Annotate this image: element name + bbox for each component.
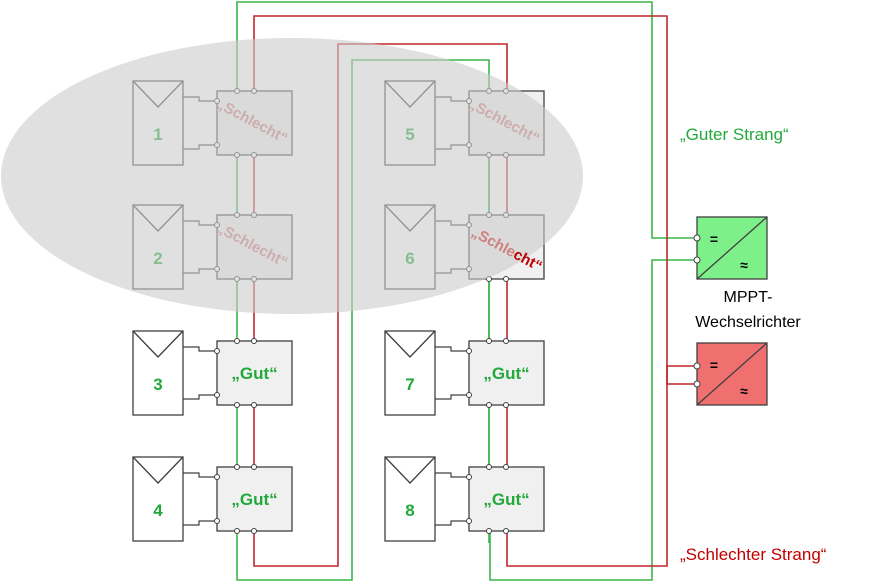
inverter-bad-string: = ≈ (693, 342, 768, 406)
solar-unit-7: 7 „Gut“ (384, 330, 545, 416)
panel-3-lead-minus (183, 394, 217, 400)
solar-unit-4: 4 „Gut“ (132, 456, 293, 542)
solar-panel-7-number: 7 (405, 375, 414, 394)
optimizer-3 (216, 340, 293, 406)
optimizer-4-terminal-2 (234, 464, 240, 470)
panel-4-lead-plus (183, 472, 217, 478)
optimizer-3-terminal-5 (251, 402, 257, 408)
optimizer-8-terminal-3 (503, 464, 509, 470)
good-string-caption: „Guter Strang“ (680, 125, 789, 144)
optimizer-8-terminal-2 (486, 464, 492, 470)
optimizer-6-terminal-5 (503, 276, 509, 282)
inverter-bad-terminal-minus (693, 380, 701, 388)
inverter-good-terminal-plus (693, 234, 701, 242)
solar-panel-7 (384, 330, 436, 416)
optimizer-4-terminal-0 (214, 474, 220, 480)
inverter-label-line2: Wechselrichter (695, 314, 801, 331)
inverter-good-dc-symbol: = (710, 231, 718, 247)
optimizer-7-terminal-4 (486, 402, 492, 408)
optimizer-7-terminal-2 (486, 338, 492, 344)
bad-string-caption: „Schlechter Strang“ (680, 545, 827, 564)
solar-panel-8-number: 8 (405, 501, 414, 520)
optimizer-3-label: „Gut“ (231, 364, 277, 383)
inverter-good-ac-symbol: ≈ (740, 257, 748, 273)
inverter-bad-dc-symbol: = (710, 357, 718, 373)
panel-3-lead-plus (183, 346, 217, 352)
optimizer-8-label: „Gut“ (483, 490, 529, 509)
inverter-bad-terminal-plus (693, 362, 701, 370)
optimizer-8-terminal-1 (466, 518, 472, 524)
optimizer-7-terminal-0 (466, 348, 472, 354)
solar-panel-4-number: 4 (153, 501, 163, 520)
optimizer-3-terminal-4 (234, 402, 240, 408)
panel-7-lead-plus (435, 346, 469, 352)
solar-panel-4 (132, 456, 184, 542)
optimizer-4-terminal-3 (251, 464, 257, 470)
optimizer-7-terminal-5 (503, 402, 509, 408)
solar-panel-8-sun-icon (384, 456, 436, 484)
optimizer-4-terminal-1 (214, 518, 220, 524)
panel-8-lead-minus (435, 520, 469, 526)
inverter-bad-ac-symbol: ≈ (740, 383, 748, 399)
shading-area (1, 38, 583, 314)
solar-panel-8 (384, 456, 436, 542)
optimizer-7-label: „Gut“ (483, 364, 529, 383)
optimizer-7-terminal-1 (466, 392, 472, 398)
optimizer-8-terminal-5 (503, 528, 509, 534)
optimizer-8-terminal-4 (486, 528, 492, 534)
optimizer-7 (468, 340, 545, 406)
optimizer-4-terminal-4 (234, 528, 240, 534)
panel-8-lead-plus (435, 472, 469, 478)
optimizer-3-terminal-3 (251, 338, 257, 344)
green-wire-return (489, 259, 697, 581)
inverter-label-line1: MPPT- (724, 289, 773, 306)
optimizer-4-label: „Gut“ (231, 490, 277, 509)
inverter-bad-diagonal (696, 342, 768, 406)
panel-7-lead-minus (435, 394, 469, 400)
solar-panel-4-sun-icon (132, 456, 184, 484)
inverter-good-terminal-minus (693, 256, 701, 264)
solar-panel-3-sun-icon (132, 330, 184, 358)
optimizer-3-terminal-1 (214, 392, 220, 398)
solar-panel-3-number: 3 (153, 375, 162, 394)
red-wire-return (506, 365, 697, 567)
optimizer-3-terminal-2 (234, 338, 240, 344)
optimizer-4 (216, 466, 293, 532)
inverter-good-string: = ≈ (693, 216, 768, 280)
solar-panel-3 (132, 330, 184, 416)
optimizer-7-terminal-3 (503, 338, 509, 344)
optimizer-4-terminal-5 (251, 528, 257, 534)
optimizer-8-terminal-0 (466, 474, 472, 480)
solar-panel-7-sun-icon (384, 330, 436, 358)
optimizer-3-terminal-0 (214, 348, 220, 354)
solar-unit-3: 3 „Gut“ (132, 330, 293, 416)
inverter-good-diagonal (696, 216, 768, 280)
panel-4-lead-minus (183, 520, 217, 526)
solar-unit-8: 8 „Gut“ (384, 456, 545, 542)
